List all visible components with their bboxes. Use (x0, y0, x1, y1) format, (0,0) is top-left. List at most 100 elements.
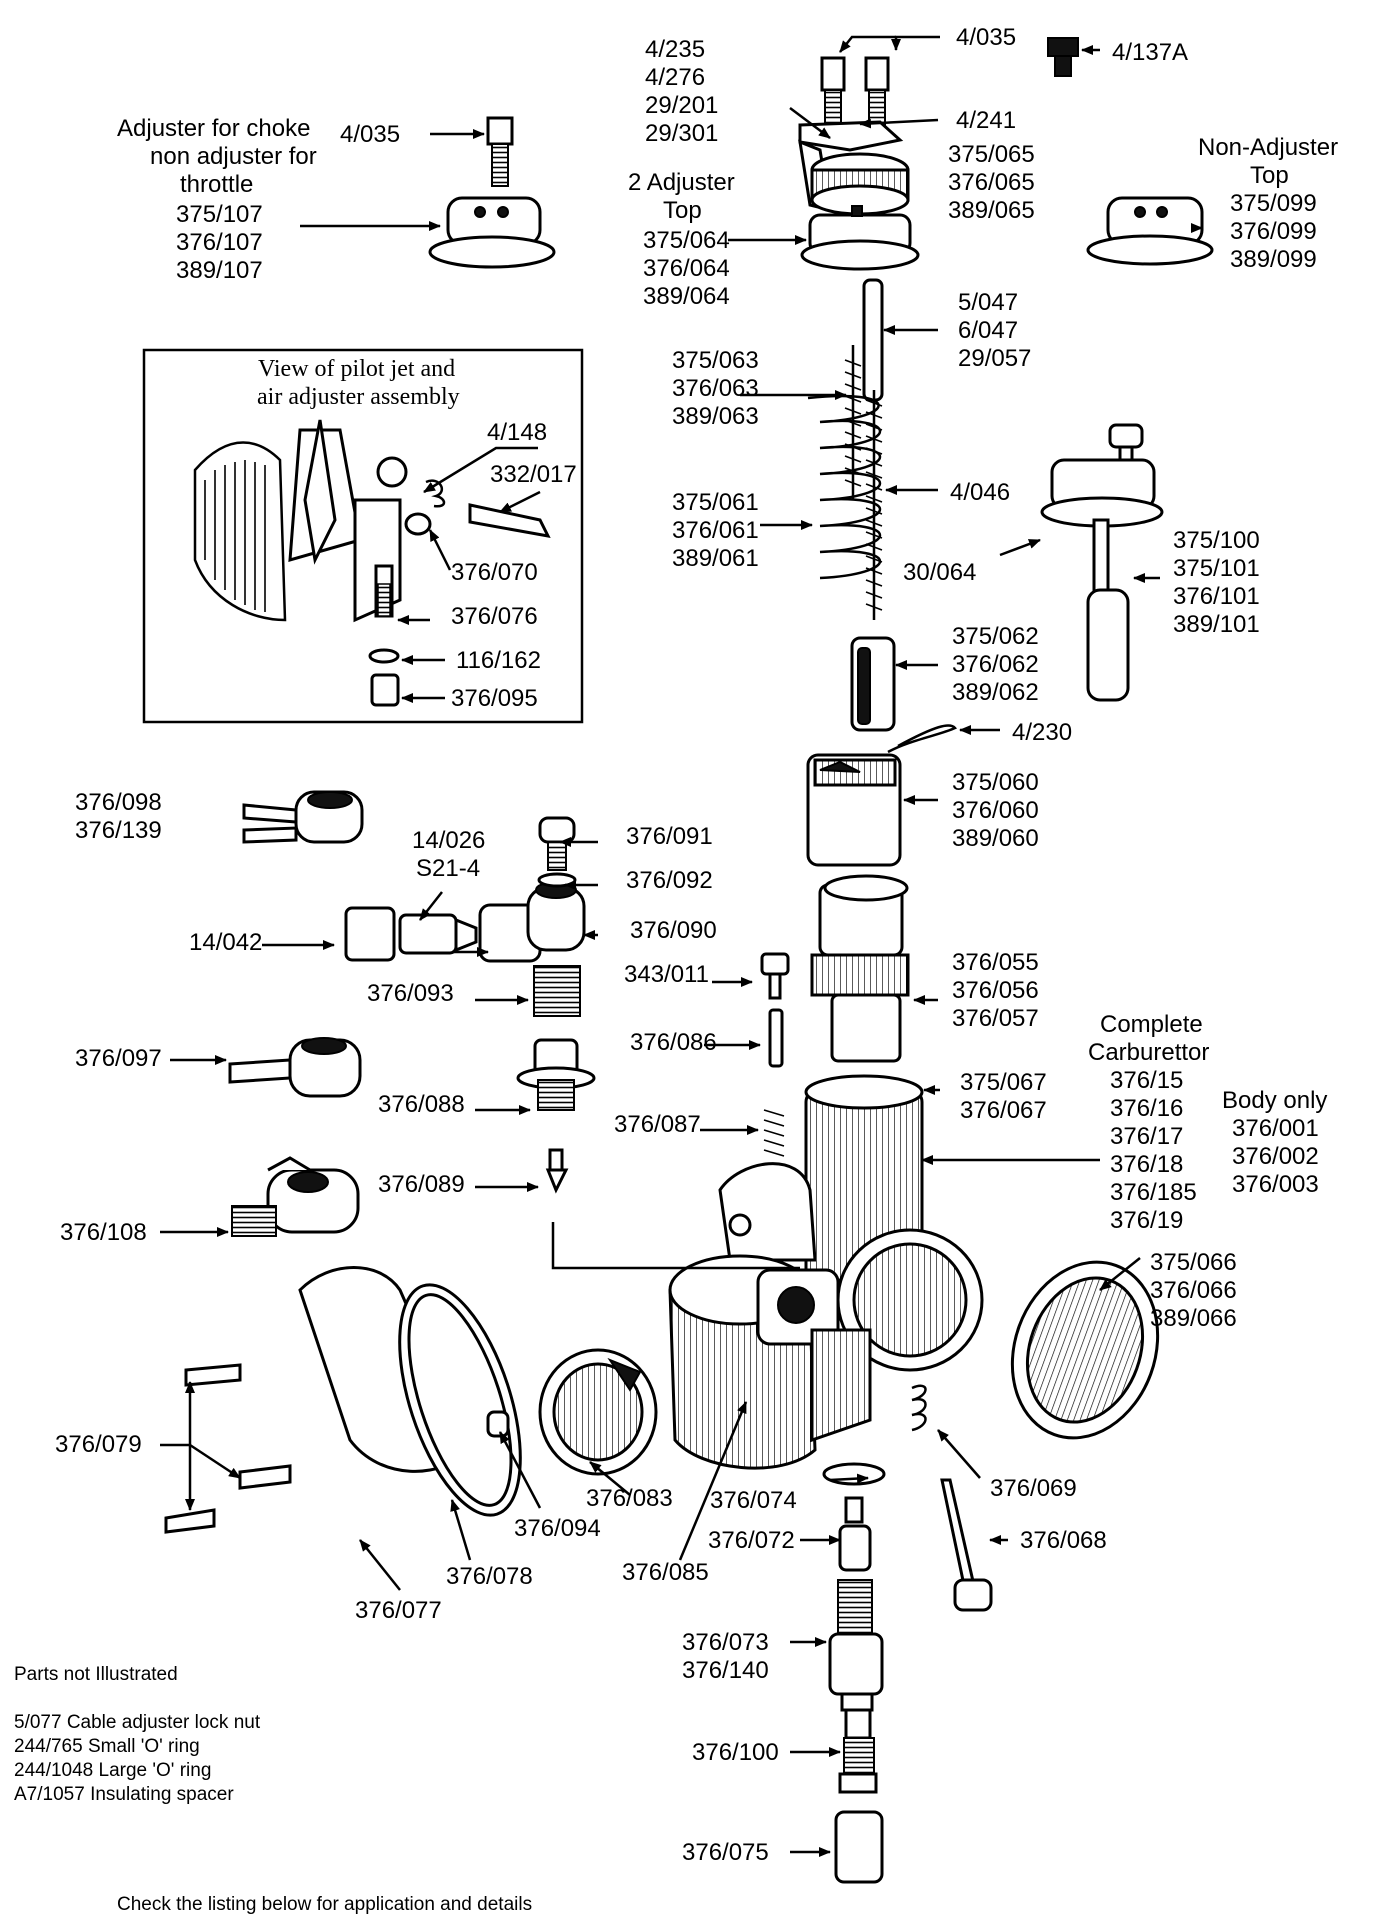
label: 2 Adjuster (628, 169, 735, 196)
label: 376/107 (176, 229, 263, 256)
label: 389/099 (1230, 246, 1317, 273)
label: 332/017 (490, 461, 577, 488)
parts-not-illustrated-item: A7/1057 Insulating spacer (14, 1784, 234, 1805)
label: 376/077 (355, 1597, 442, 1624)
label: 29/057 (958, 345, 1031, 372)
label: 376/088 (378, 1091, 465, 1118)
label: Carburettor (1088, 1039, 1209, 1066)
label: S21-4 (416, 855, 480, 882)
label: 5/047 (958, 289, 1018, 316)
label: 376/003 (1232, 1171, 1319, 1198)
label: 376/069 (990, 1475, 1077, 1502)
label: 4/276 (645, 64, 705, 91)
inset-caption: air adjuster assembly (257, 384, 460, 410)
label: 4/035 (956, 24, 1016, 51)
label: 376/068 (1020, 1527, 1107, 1554)
label: 376/16 (1110, 1095, 1183, 1122)
label: 375/107 (176, 201, 263, 228)
parts-not-illustrated-item: 5/077 Cable adjuster lock nut (14, 1712, 261, 1733)
label: 376/076 (451, 603, 538, 630)
label: 375/064 (643, 227, 730, 254)
label: 376/095 (451, 685, 538, 712)
part-drawings (164, 37, 1214, 1884)
pilot-jet-inset-frame (142, 348, 584, 724)
air-slide-assembly-drawing (1040, 423, 1164, 702)
label: 4/035 (340, 121, 400, 148)
label: 375/067 (960, 1069, 1047, 1096)
label: Top (1250, 162, 1289, 189)
label: 375/101 (1173, 555, 1260, 582)
label: 376/001 (1232, 1115, 1319, 1142)
label: 4/046 (950, 479, 1010, 506)
label: 4/137A (1112, 39, 1188, 66)
label: 389/061 (672, 545, 759, 572)
non-adjuster-top-drawing (1086, 196, 1214, 266)
label: 376/085 (622, 1559, 709, 1586)
inset-caption: View of pilot jet and (258, 356, 455, 382)
parts-not-illustrated-heading: Parts not Illustrated (14, 1664, 178, 1685)
label: 376/19 (1110, 1207, 1183, 1234)
parts-not-illustrated-item: 244/1048 Large 'O' ring (14, 1760, 211, 1781)
label: 389/065 (948, 197, 1035, 224)
label: non adjuster for (150, 143, 317, 170)
label: 376/066 (1150, 1277, 1237, 1304)
label: 376/099 (1230, 218, 1317, 245)
label: 376/083 (586, 1485, 673, 1512)
label: 29/201 (645, 92, 718, 119)
label: 376/073 (682, 1629, 769, 1656)
jet-assembly-drawing (822, 1384, 993, 1884)
label: 116/162 (456, 647, 541, 674)
label: 376/057 (952, 1005, 1039, 1032)
label: 376/097 (75, 1045, 162, 1072)
label: 375/065 (948, 141, 1035, 168)
label: 376/140 (682, 1657, 769, 1684)
label: 376/067 (960, 1097, 1047, 1124)
rod-drawing (862, 278, 884, 402)
label: 376/065 (948, 169, 1035, 196)
clip-drawing (887, 724, 958, 754)
part-number-labels: 4/035 4/137A 4/235 4/276 29/201 29/301 4… (55, 24, 1338, 1866)
label: 389/101 (1173, 611, 1260, 638)
label: 375/062 (952, 623, 1039, 650)
screw-4137a-drawing (1047, 37, 1079, 77)
label: 376/17 (1110, 1123, 1183, 1150)
label: 376/086 (630, 1029, 717, 1056)
fuel-fittings-drawing (228, 790, 790, 1237)
label: 376/079 (55, 1431, 142, 1458)
float-chamber-cover-drawing (164, 1266, 658, 1534)
throttle-needle-drawing (850, 636, 896, 732)
label: 376/18 (1110, 1151, 1183, 1178)
label: 6/047 (958, 317, 1018, 344)
bellmouth-drawing (1010, 1260, 1160, 1440)
label: 4/235 (645, 36, 705, 63)
label: Top (663, 197, 702, 224)
label: Non-Adjuster (1198, 134, 1338, 161)
label: 30/064 (903, 559, 976, 586)
label: 375/100 (1173, 527, 1260, 554)
label: 375/060 (952, 769, 1039, 796)
label: 376/075 (682, 1839, 769, 1866)
label: 376/002 (1232, 1143, 1319, 1170)
parts-not-illustrated: Parts not Illustrated 5/077 Cable adjust… (14, 1664, 261, 1805)
footer-note: Check the listing below for application … (117, 1894, 532, 1915)
label: 376/055 (952, 949, 1039, 976)
springs-drawing (807, 345, 883, 620)
parts-not-illustrated-item: 244/765 Small 'O' ring (14, 1736, 200, 1757)
float-needle-guide-line (551, 1222, 800, 1270)
top-screws-drawing (820, 56, 890, 131)
label: 389/066 (1150, 1305, 1237, 1332)
label: 376/091 (626, 823, 713, 850)
label: 376/090 (630, 917, 717, 944)
label: 376/070 (451, 559, 538, 586)
label: 375/061 (672, 489, 759, 516)
label: 389/107 (176, 257, 263, 284)
label: 376/185 (1110, 1179, 1197, 1206)
label: 389/062 (952, 679, 1039, 706)
label: 376/089 (378, 1171, 465, 1198)
mixing-chamber-drawing (810, 874, 910, 1063)
label: 376/074 (710, 1487, 797, 1514)
label: 376/098 (75, 789, 162, 816)
label: 389/063 (672, 403, 759, 430)
